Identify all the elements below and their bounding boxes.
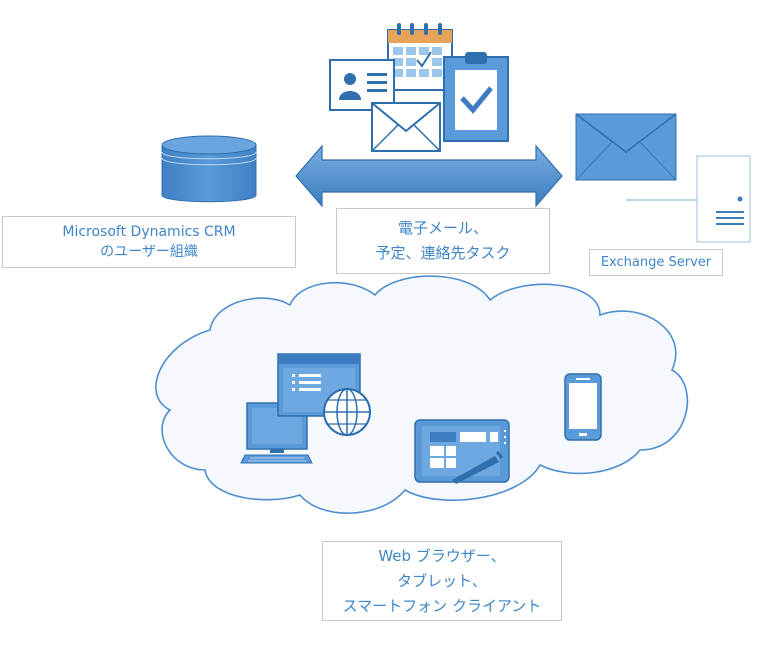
sync-label-line2: 予定、連絡先タスク xyxy=(375,244,511,262)
crm-label-line2: のユーザー組織 xyxy=(100,244,198,260)
clients-label-line2: タブレット、 xyxy=(397,571,487,590)
double-arrow-icon xyxy=(295,144,563,208)
exchange-server-label: Exchange Server xyxy=(589,249,723,276)
tablet-icon xyxy=(414,419,510,484)
sync-label-line1: 電子メール、 xyxy=(397,219,488,237)
server-icon xyxy=(626,155,751,243)
clients-label-line1: Web ブラウザー、 xyxy=(378,546,506,565)
envelope-icon xyxy=(371,102,441,152)
crm-organization-label: Microsoft Dynamics CRM のユーザー組織 xyxy=(2,216,296,268)
clients-label: Web ブラウザー、 タブレット、 スマートフォン クライアント xyxy=(322,541,562,621)
sync-items-label: 電子メール、 予定、連絡先タスク xyxy=(336,208,550,274)
crm-label-line1: Microsoft Dynamics CRM xyxy=(62,224,236,240)
contact-card-icon xyxy=(329,59,395,111)
database-icon xyxy=(161,135,257,203)
calendar-icon xyxy=(387,23,453,91)
globe-icon xyxy=(323,388,371,436)
task-clipboard-icon xyxy=(443,52,509,142)
cloud-icon xyxy=(155,275,689,514)
exchange-label-text: Exchange Server xyxy=(600,255,712,270)
clients-label-line3: スマートフォン クライアント xyxy=(342,596,542,615)
exchange-envelope-icon xyxy=(575,113,677,181)
smartphone-icon xyxy=(564,373,602,441)
